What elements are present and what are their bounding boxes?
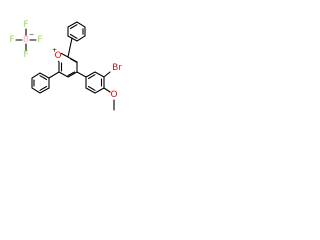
molecule-diagram: B − F F F F O + [9, 20, 122, 111]
anion-charge: − [29, 31, 34, 38]
phenyl-ring-top [67, 21, 86, 42]
fluorine-atom-left: F [9, 35, 14, 45]
bromine-atom: Br [112, 63, 122, 73]
pyrylium-oxygen-atom: O [54, 51, 61, 61]
bond-ring-top-phenyl [67, 37, 73, 58]
bond-ring-aryl [76, 71, 87, 78]
boron-atom: B [23, 35, 29, 45]
pyrylium-ring [57, 52, 78, 78]
pyrylium-charge: + [52, 47, 57, 54]
phenyl-ring-left [31, 72, 50, 94]
bromo-methoxyphenyl-ring [85, 71, 105, 94]
tetrafluoroborate-anion: B − F F F F [9, 20, 42, 60]
methoxy-oxygen-atom: O [110, 90, 117, 100]
fluorine-atom-bottom: F [23, 50, 28, 60]
fluorine-atom-right: F [37, 35, 42, 45]
bond-c-br [103, 71, 111, 78]
pyrylium-cation: O + Br O [31, 21, 122, 111]
bond-c-o-methoxy [103, 87, 111, 93]
bond-ring-left-phenyl [48, 71, 60, 79]
fluorine-atom-top: F [23, 20, 28, 30]
